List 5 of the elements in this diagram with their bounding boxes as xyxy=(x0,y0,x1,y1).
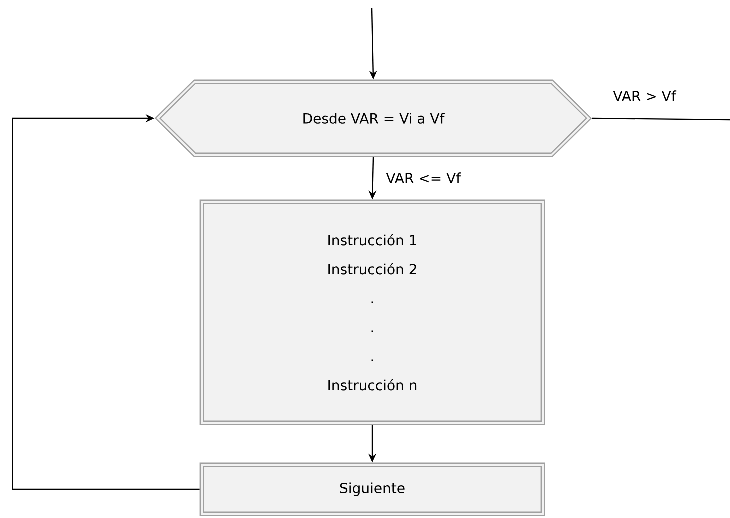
process-box: Siguiente xyxy=(200,462,546,516)
edge-label: VAR <= Vf xyxy=(385,172,462,184)
edge-label: VAR > Vf xyxy=(612,90,678,102)
process-box: Instrucción 1 Instrucción 2 . . . Instrucción n xyxy=(200,200,546,426)
arrow xyxy=(12,114,200,490)
